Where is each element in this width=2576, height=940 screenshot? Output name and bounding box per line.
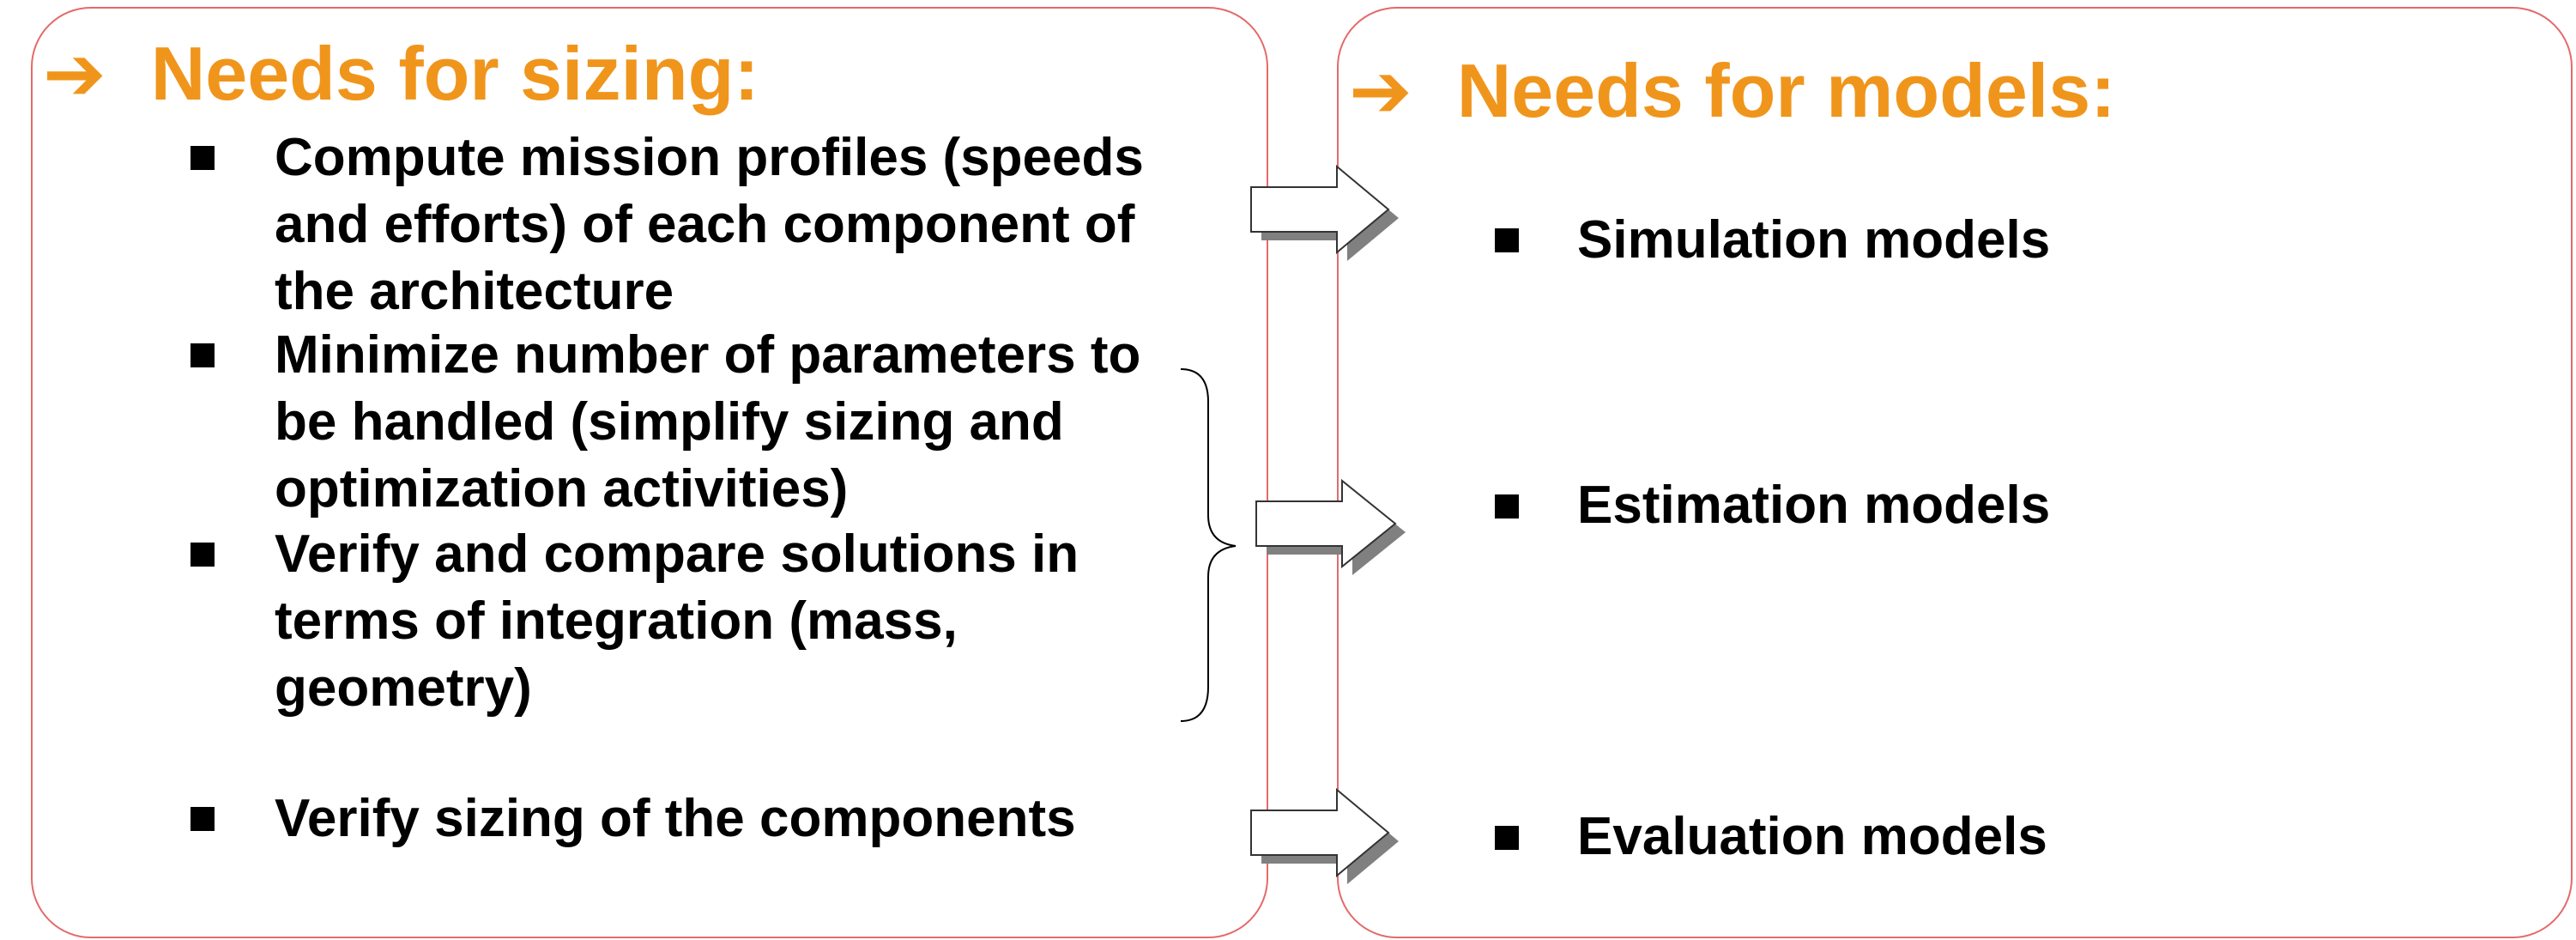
right-arrow-icon: ➔ bbox=[1349, 48, 1412, 133]
simulation-models-label: Simulation models bbox=[1577, 210, 2051, 270]
models-needs-heading: ➔Needs for models: bbox=[1349, 53, 2115, 129]
sizing-item-mission-profiles: Compute mission profiles (speeds and eff… bbox=[275, 128, 1144, 321]
sizing-item-minimize-parameters: Minimize number of parameters to be hand… bbox=[275, 325, 1141, 519]
block-arrow-icon bbox=[1250, 787, 1399, 884]
sizing-item-verify-compare: Verify and compare solutions in terms of… bbox=[275, 525, 1079, 718]
models-needs-panel bbox=[1337, 7, 2573, 938]
square-bullet-icon bbox=[190, 543, 215, 567]
sizing-needs-title: Needs for sizing: bbox=[150, 31, 759, 116]
sizing-item-verify-sizing: Verify sizing of the components bbox=[275, 789, 1076, 848]
square-bullet-icon bbox=[190, 343, 215, 367]
square-bullet-icon bbox=[1495, 826, 1519, 850]
block-arrow-icon bbox=[1250, 164, 1399, 261]
square-bullet-icon bbox=[190, 807, 215, 831]
sizing-needs-heading: ➔Needs for sizing: bbox=[43, 36, 759, 112]
right-arrow-icon: ➔ bbox=[43, 31, 106, 116]
models-needs-title: Needs for models: bbox=[1456, 48, 2116, 133]
estimation-models-label: Estimation models bbox=[1577, 476, 2051, 535]
square-bullet-icon bbox=[190, 146, 215, 170]
evaluation-models-label: Evaluation models bbox=[1577, 807, 2047, 866]
sizing-needs-panel bbox=[31, 7, 1268, 938]
block-arrow-icon bbox=[1255, 478, 1406, 575]
curly-brace-icon bbox=[1180, 368, 1237, 722]
square-bullet-icon bbox=[1495, 228, 1519, 252]
square-bullet-icon bbox=[1495, 494, 1519, 519]
